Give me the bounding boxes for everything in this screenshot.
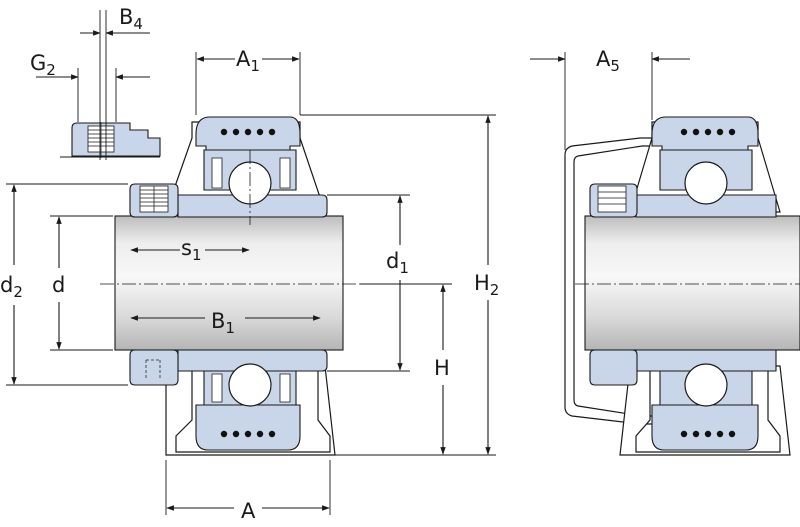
shaft-right: [584, 215, 800, 351]
inner-ring-lower: [177, 349, 328, 372]
left-section-view: [114, 116, 344, 456]
lower-insert: [195, 404, 301, 451]
dimension-lines: [6, 10, 690, 515]
inner-ring-upper: [177, 194, 328, 218]
lubrication-holes-right-upper: [680, 128, 736, 136]
label-d: d: [52, 273, 65, 297]
label-s1: s1: [181, 236, 202, 264]
label-a5: A5: [596, 47, 620, 75]
shaft: [114, 215, 344, 351]
label-d1: d1: [386, 249, 409, 277]
label-a1: A1: [236, 47, 260, 75]
label-b4: B4: [119, 5, 143, 33]
label-h2: H2: [474, 271, 499, 299]
lubrication-holes-right-lower: [680, 430, 736, 438]
collar-detail-view: [60, 122, 161, 158]
lubrication-holes-lower: [220, 430, 276, 438]
eccentric-collar-lower: [129, 349, 179, 386]
set-screw-upper: [139, 185, 169, 213]
label-b1: B1: [211, 309, 235, 337]
label-g2: G2: [30, 51, 56, 79]
ball-lower: [228, 363, 272, 407]
label-a: A: [241, 499, 256, 523]
lubrication-holes-upper: [220, 128, 276, 136]
label-h: H: [434, 356, 450, 380]
right-section-view: [564, 116, 800, 456]
end-cover: [564, 137, 656, 425]
label-d2: d2: [0, 273, 23, 301]
